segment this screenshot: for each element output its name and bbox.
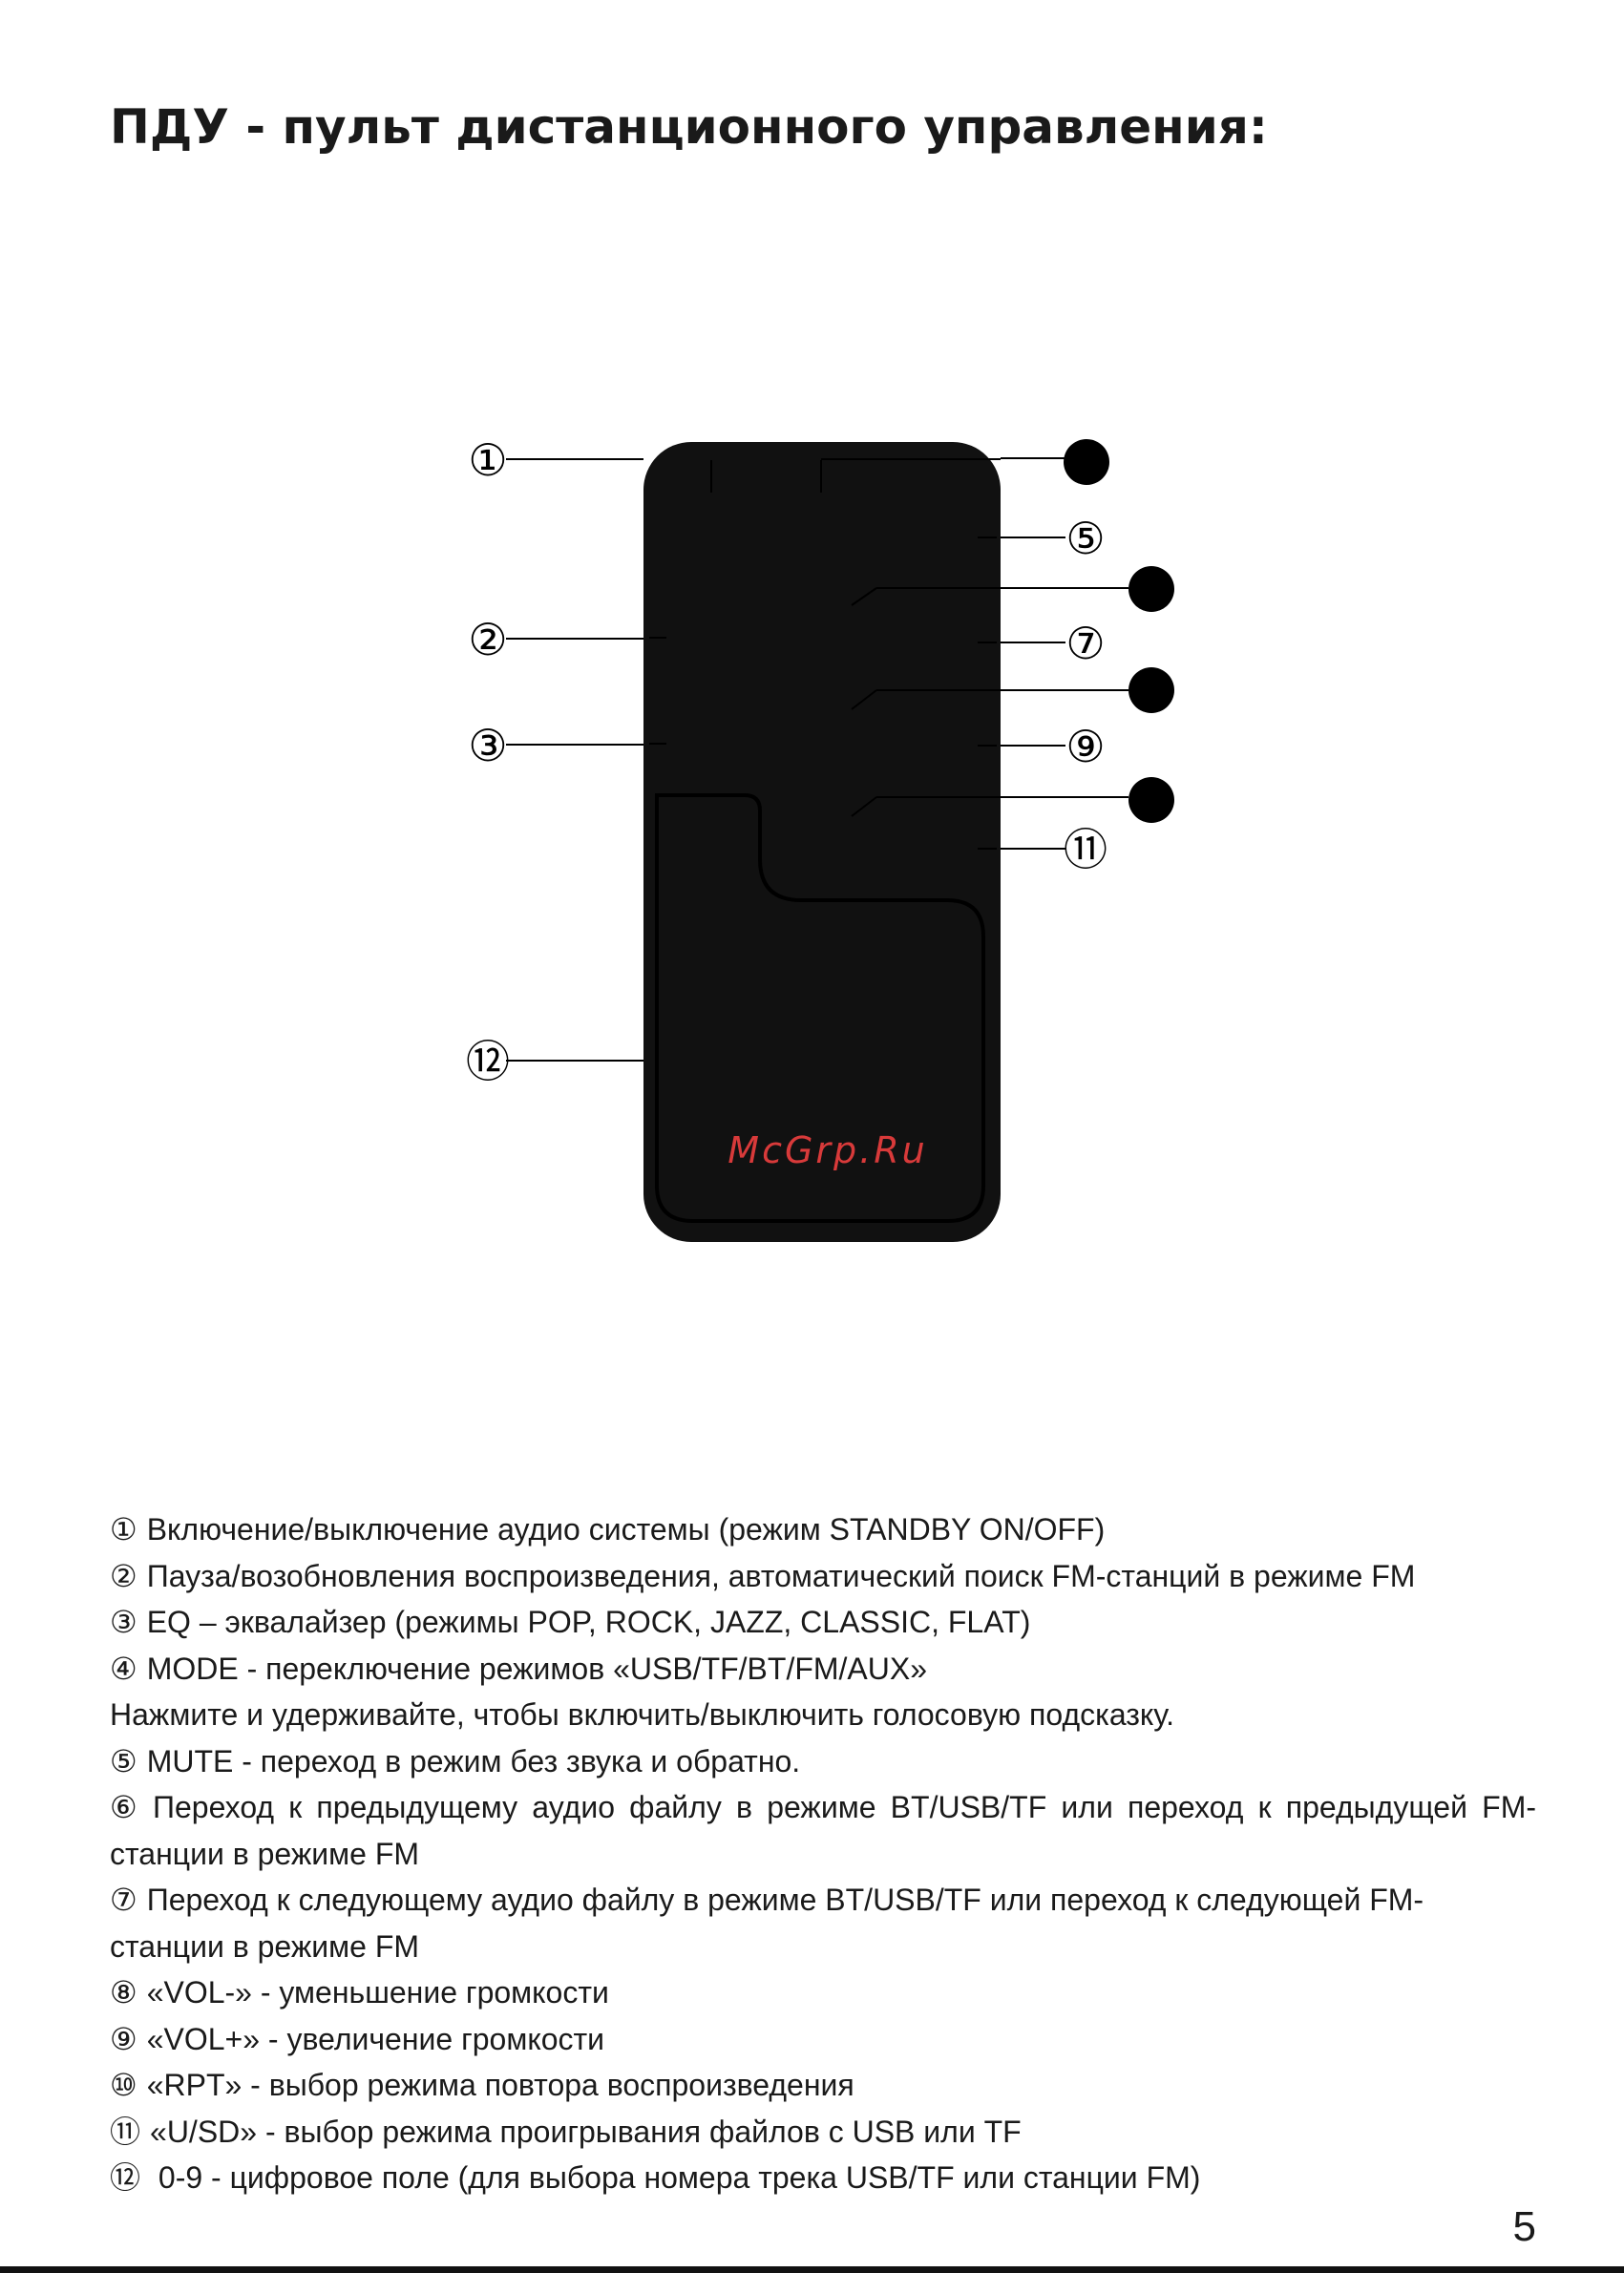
callout-11: ⑪: [1064, 824, 1107, 875]
callout-1: ①: [468, 434, 507, 486]
callout-3: ③: [468, 720, 507, 771]
remote-body: [643, 442, 1001, 1242]
item-number: ⑪: [110, 2114, 141, 2149]
item-number: ③: [110, 1605, 137, 1639]
callout-6-dot: [1128, 566, 1174, 612]
item-text: «U/SD» - выбор режима проигрывания файло…: [150, 2114, 1022, 2149]
callout-9: ⑨: [1065, 721, 1105, 772]
page-title: ПДУ - пульт дистанционного управления:: [110, 99, 1268, 155]
callout-7: ⑦: [1065, 618, 1105, 669]
callout-8-dot: [1128, 667, 1174, 713]
item-text: EQ – эквалайзер (режимы POP, ROCK, JAZZ,…: [146, 1605, 1031, 1639]
list-item: ⑨ «VOL+» - увеличение громкости: [110, 2016, 1536, 2063]
item-text: «RPT» - выбор режима повтора воспроизвед…: [146, 2068, 854, 2102]
item-number: ⑤: [110, 1743, 137, 1778]
item-text: Переход к следующему аудио файлу в режим…: [110, 1883, 1424, 1964]
item-text: MUTE - переход в режим без звука и обрат…: [146, 1743, 801, 1778]
callout-5: ⑤: [1065, 513, 1105, 564]
item-text: «VOL+» - увеличение громкости: [146, 2021, 605, 2056]
item-text: Включение/выключение аудио системы (режи…: [146, 1512, 1106, 1547]
item-text: MODE - переключение режимов «USB/TF/BT/F…: [146, 1651, 928, 1686]
item-number: ⑨: [110, 2021, 137, 2056]
page-number: 5: [1512, 2203, 1536, 2250]
callout-4-dot: [1064, 439, 1109, 485]
list-item: ⑫ 0-9 - цифровое поле (для выбора номера…: [110, 2155, 1536, 2201]
leader-lines: [506, 457, 1128, 1062]
remote-control-diagram: ① ② ③ ⑤ ⑦ ⑨ ⑪ ⑫ McGrp.Ru: [466, 434, 1174, 1242]
item-number: ⑫: [110, 2160, 141, 2195]
item-number: ⑩: [110, 2068, 137, 2102]
callout-2: ②: [468, 614, 507, 665]
item-number: ④: [110, 1651, 137, 1686]
bottom-rule: [0, 2266, 1624, 2273]
item-number: ⑦: [110, 1883, 137, 1917]
list-item: ④ MODE - переключение режимов «USB/TF/BT/…: [110, 1646, 1536, 1693]
list-item: ⑧ «VOL-» - уменьшение громкости: [110, 1969, 1536, 2016]
item-text: Переход к предыдущему аудио файлу в режи…: [110, 1790, 1537, 1871]
item-number: ②: [110, 1558, 137, 1593]
button-description-list: ① Включение/выключение аудио системы (реж…: [110, 1506, 1536, 2201]
list-item: ① Включение/выключение аудио системы (реж…: [110, 1506, 1536, 1553]
item-number: ①: [110, 1512, 137, 1547]
list-item: ⑤ MUTE - переход в режим без звука и обра…: [110, 1738, 1536, 1785]
keypad-outline: [655, 793, 985, 1223]
list-item: ② Пауза/возобновления воспроизведения, ав…: [110, 1553, 1536, 1600]
item-text: «VOL-» - уменьшение громкости: [146, 1975, 609, 2010]
watermark: McGrp.Ru: [728, 1129, 927, 1171]
item-text: Нажмите и удерживайте, чтобы включить/вы…: [110, 1697, 1174, 1732]
item-text: 0-9 - цифровое поле (для выбора номера т…: [150, 2160, 1201, 2195]
item-number: ⑧: [110, 1975, 137, 2010]
list-item: ③ EQ – эквалайзер (режимы POP, ROCK, JAZZ…: [110, 1599, 1536, 1646]
list-item: ⑪ «U/SD» - выбор режима проигрывания файл…: [110, 2109, 1536, 2156]
item-text: Пауза/возобновления воспроизведения, авт…: [146, 1558, 1416, 1593]
button-marks: [649, 460, 997, 850]
callout-10-dot: [1128, 777, 1174, 823]
list-item: Нажмите и удерживайте, чтобы включить/вы…: [110, 1692, 1536, 1738]
list-item: ⑩ «RPT» - выбор режима повтора воспроизве…: [110, 2062, 1536, 2109]
item-number: ⑥: [110, 1790, 143, 1824]
callout-12: ⑫: [466, 1036, 510, 1087]
